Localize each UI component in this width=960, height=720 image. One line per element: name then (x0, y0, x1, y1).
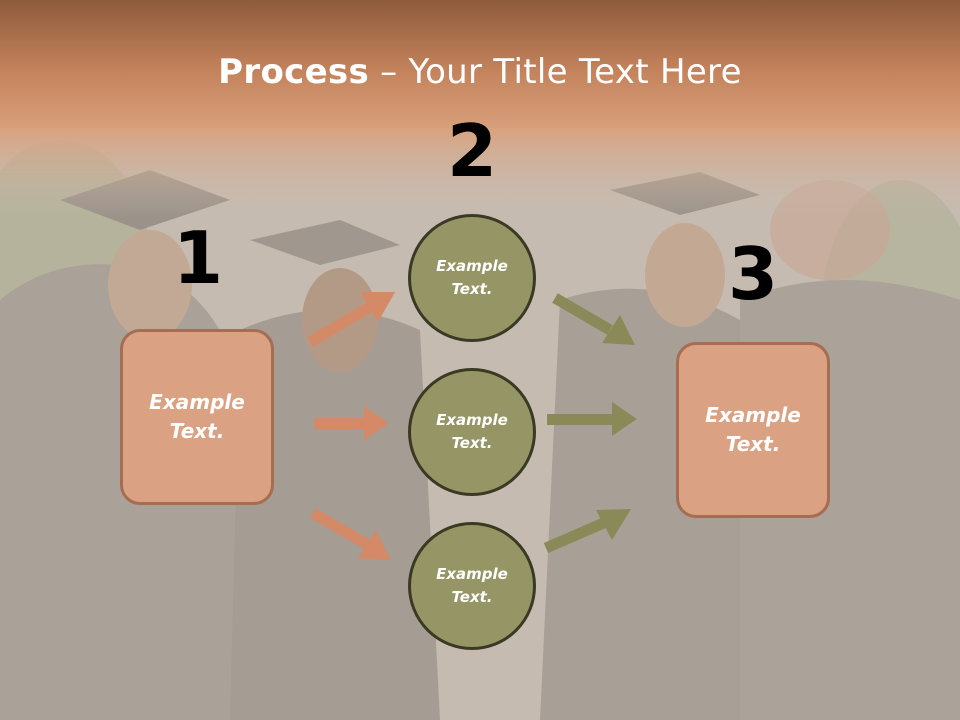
step-number-2: 2 (446, 109, 498, 193)
arrow-top-to-right (552, 293, 635, 345)
step-2-circle-top[interactable]: Example Text. (408, 214, 536, 342)
step-1-line1: Example (149, 390, 245, 414)
circle-top-line2: Text. (451, 280, 493, 298)
arrow-left-to-bottom (310, 508, 391, 560)
circle-middle-line2: Text. (451, 434, 493, 452)
title-bold: Process (218, 52, 370, 92)
arrow-middle-to-right (547, 402, 637, 436)
circle-bottom-line2: Text. (451, 588, 493, 606)
step-3-line2: Text. (725, 432, 781, 456)
step-number-1: 1 (172, 216, 224, 300)
circle-top-line1: Example (436, 257, 508, 275)
step-3-line1: Example (705, 403, 801, 427)
arrow-left-to-middle (314, 406, 389, 440)
circle-middle-text: Example Text. (436, 409, 508, 455)
step-3-box[interactable]: Example Text. (676, 342, 830, 518)
title-dash: – (369, 52, 409, 92)
circle-bottom-text: Example Text. (436, 563, 508, 609)
step-1-box[interactable]: Example Text. (120, 329, 274, 505)
circle-middle-line1: Example (436, 411, 508, 429)
slide-title: Process – Your Title Text Here (0, 52, 960, 92)
step-1-line2: Text. (169, 419, 225, 443)
step-2-circle-bottom[interactable]: Example Text. (408, 522, 536, 650)
step-2-circle-middle[interactable]: Example Text. (408, 368, 536, 496)
arrow-bottom-to-right (543, 509, 631, 554)
step-3-box-text: Example Text. (705, 401, 801, 459)
step-1-box-text: Example Text. (149, 388, 245, 446)
arrow-left-to-top (307, 292, 395, 347)
step-number-3: 3 (727, 232, 779, 316)
title-rest: Your Title Text Here (408, 52, 742, 92)
circle-bottom-line1: Example (436, 565, 508, 583)
circle-top-text: Example Text. (436, 255, 508, 301)
